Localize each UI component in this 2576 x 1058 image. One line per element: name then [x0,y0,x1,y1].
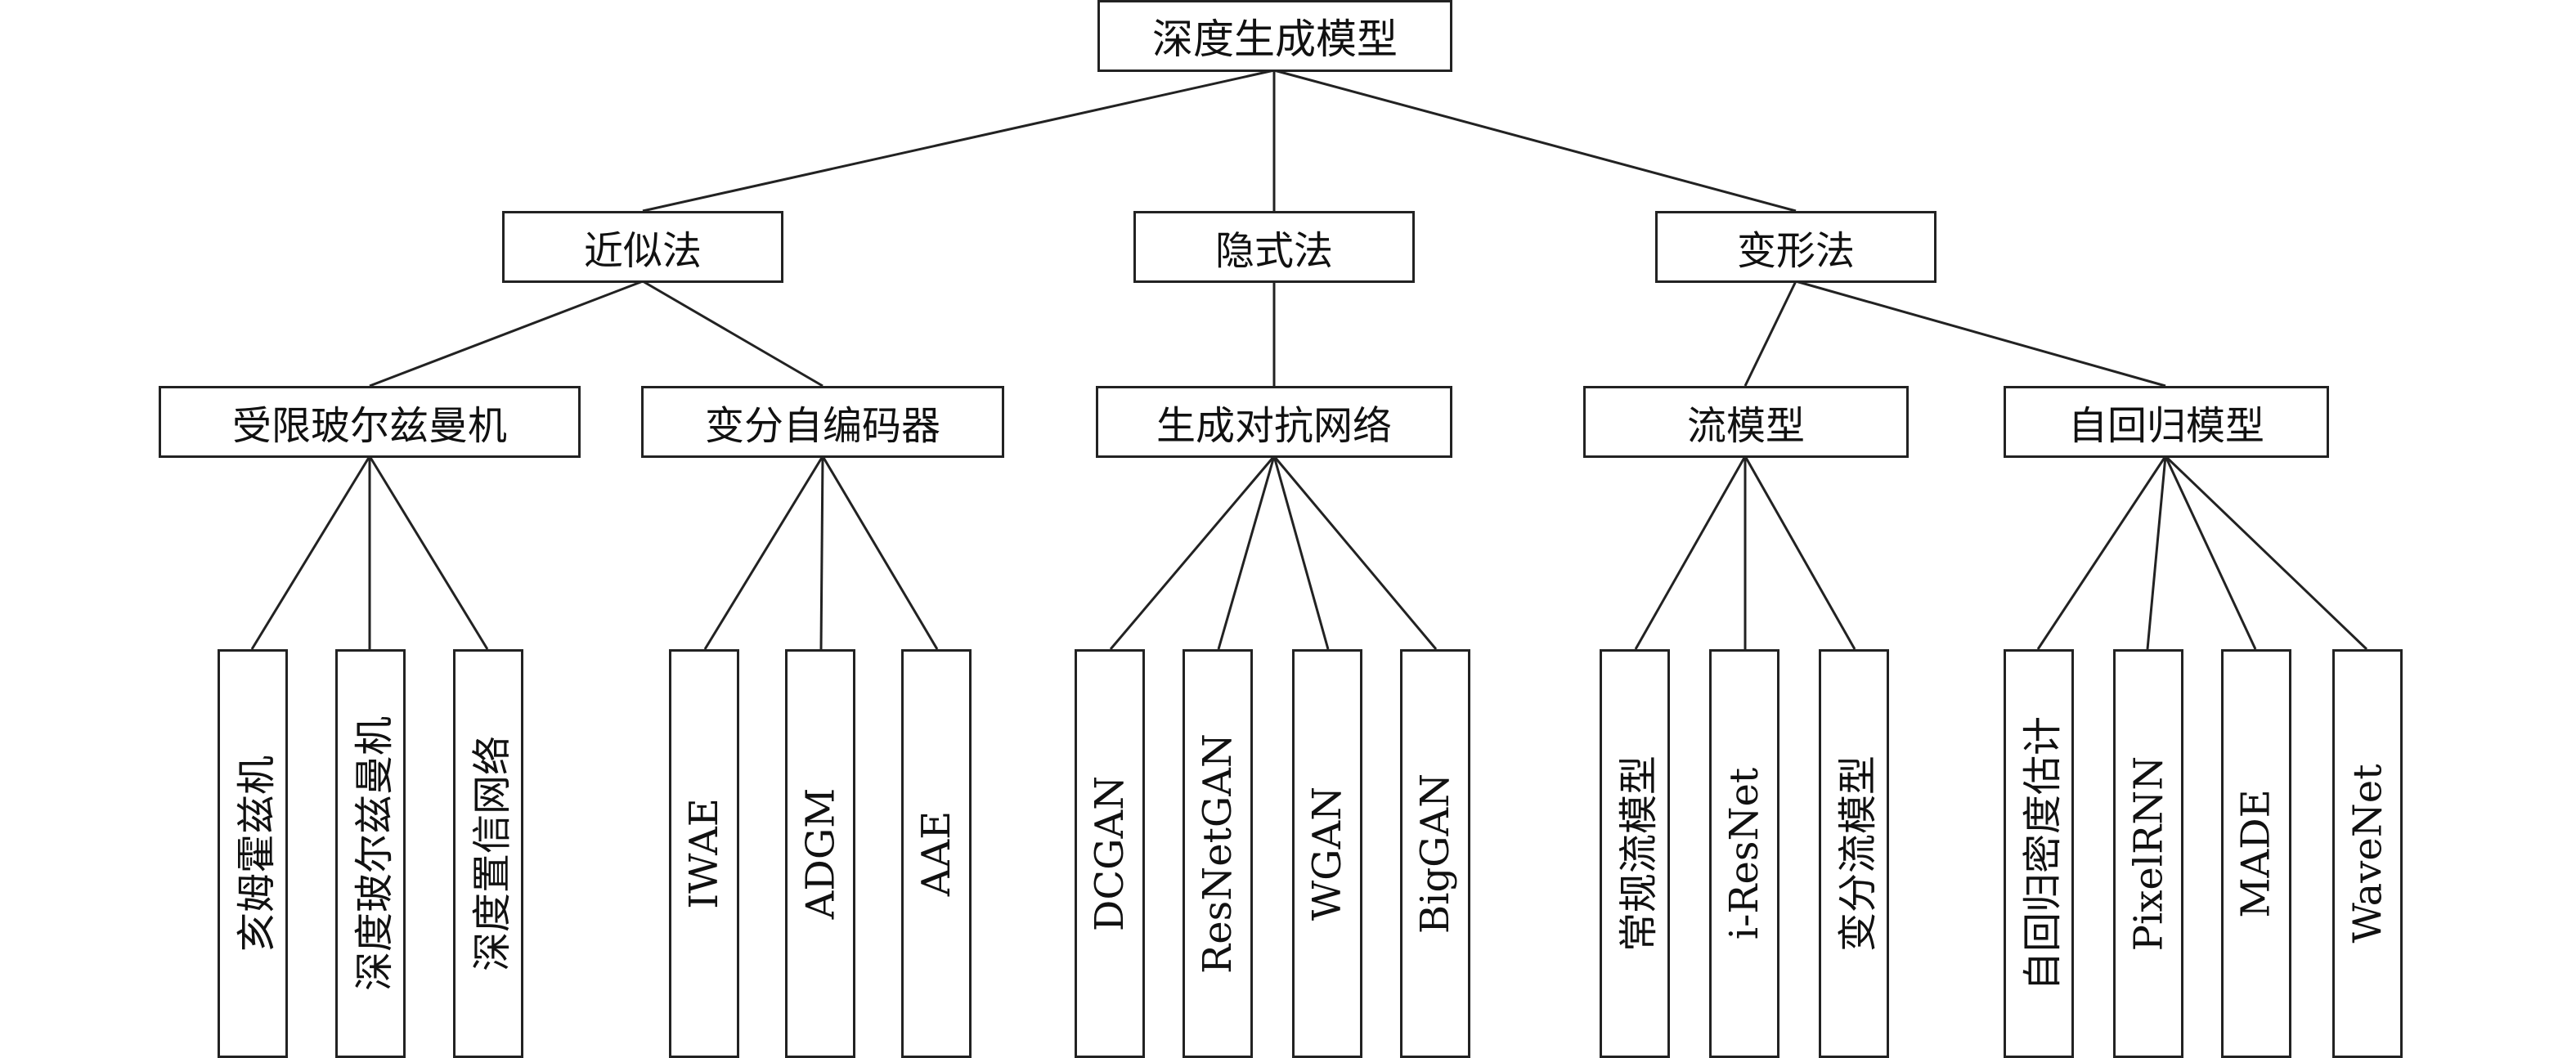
edge-cat2-fam1 [1795,280,2166,388]
edge-cat2-fam0 [1744,280,1797,387]
model-autoregressive-density-estimation: 自回归密度估计 [2004,649,2074,1058]
edge-rbm-m2 [368,455,489,650]
model-iwae: IWAE [669,649,739,1058]
edge-cat0-fam1 [642,280,824,388]
category-approximate-method: 近似法 [502,211,783,283]
model-variational-flow: 变分流模型 [1819,649,1889,1058]
model-resnetgan: ResNetGAN [1183,649,1253,1058]
edge-root-cat0 [642,69,1275,213]
category-transformation-method: 变形法 [1655,211,1936,283]
family-flow-model: 流模型 [1583,386,1909,458]
model-pixelrnn: PixelRNN [2113,649,2183,1058]
edge-vae-m2 [821,455,939,650]
model-wgan: WGAN [1292,649,1362,1058]
edge-ar-m0 [2036,455,2167,650]
model-aae: AAE [901,649,972,1058]
model-i-resnet: i-ResNet [1709,649,1779,1058]
root-node: 深度生成模型 [1097,0,1452,72]
model-deep-belief-network: 深度置信网络 [453,649,523,1058]
edge-cat0-fam0 [369,280,644,388]
edge-vae-m0 [703,455,824,650]
edge-ar-m3 [2164,455,2368,651]
family-autoregressive-model: 自回归模型 [2004,386,2329,458]
model-dcgan: DCGAN [1075,649,1145,1058]
edge-vae-m1 [819,455,824,650]
edge-rbm-m0 [250,455,371,650]
edge-flow-m0 [1634,455,1747,650]
family-generative-adversarial-network: 生成对抗网络 [1096,386,1452,458]
model-made: MADE [2221,649,2291,1058]
family-restricted-boltzmann-machine: 受限玻尔兹曼机 [159,386,581,458]
edge-root-cat2 [1273,69,1797,213]
model-deep-boltzmann-machine: 深度玻尔兹曼机 [335,649,406,1058]
edge-gan-m0 [1109,455,1276,650]
family-variational-autoencoder: 变分自编码器 [641,386,1004,458]
model-biggan: BigGAN [1400,649,1470,1058]
model-helmholtz-machine: 亥姆霍兹机 [218,649,288,1058]
model-wavenet: WaveNet [2332,649,2403,1058]
category-implicit-method: 隐式法 [1133,211,1415,283]
model-normalizing-flow: 常规流模型 [1600,649,1670,1058]
edge-flow-m2 [1744,455,1856,650]
edge-ar-m2 [2164,455,2257,650]
edge-ar-m1 [2146,455,2167,650]
edge-gan-m3 [1272,455,1438,650]
edge-gan-m2 [1272,455,1330,650]
edge-gan-m1 [1217,455,1276,650]
model-adgm: ADGM [785,649,855,1058]
